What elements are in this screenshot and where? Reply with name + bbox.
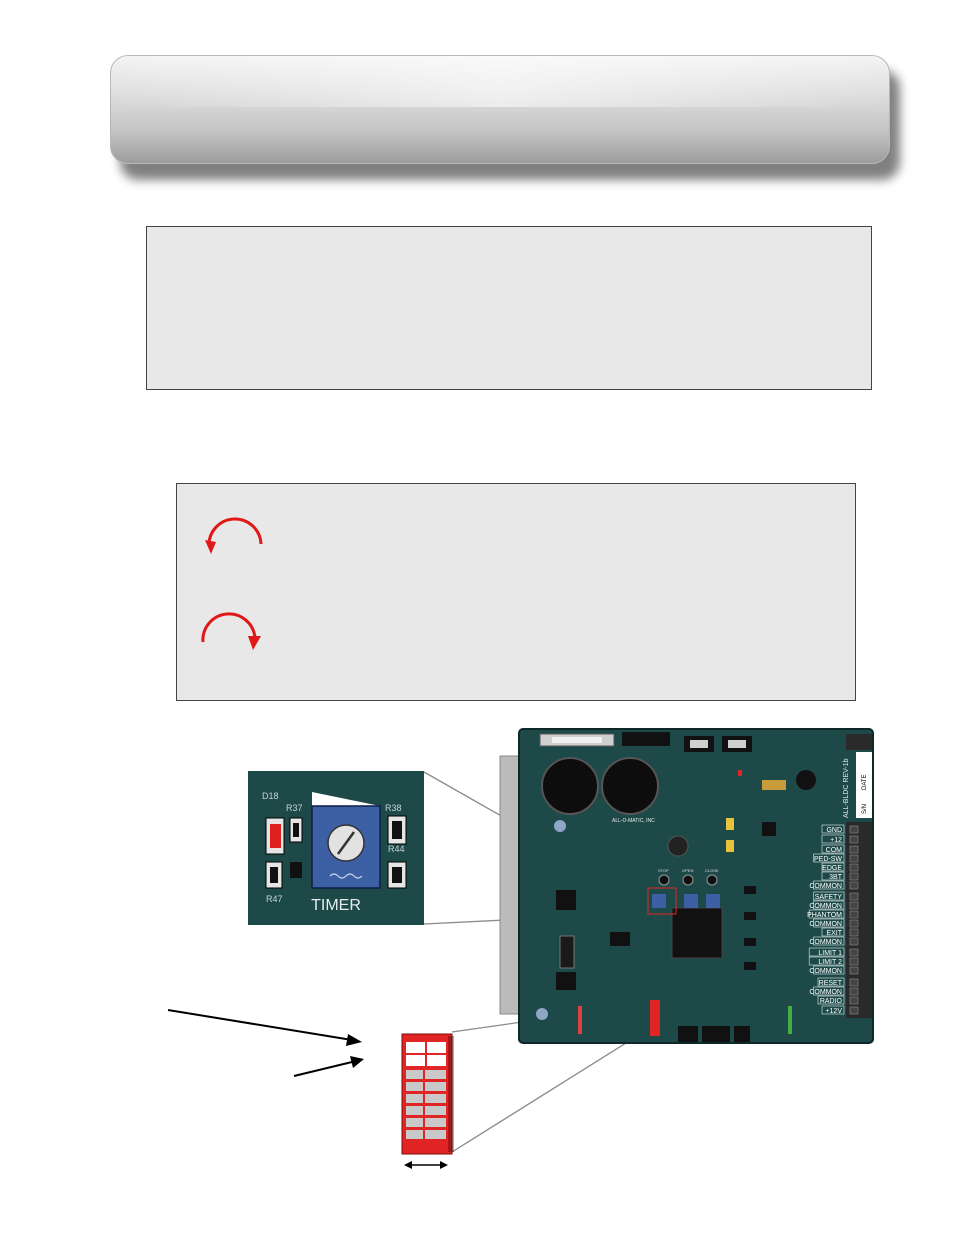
label-r44: R44 — [388, 844, 405, 854]
terminal-label-box — [821, 844, 845, 854]
title-banner — [110, 55, 890, 164]
timer-pot-zoom: D18 R37 R38 R44 R47 TIMER — [248, 771, 424, 925]
board-date-label: DATE — [862, 774, 868, 790]
terminal-label: COMMON — [809, 968, 842, 975]
terminal-screw — [849, 901, 859, 910]
terminal-label: EDGE — [822, 865, 842, 872]
board-button-open: OPEN — [682, 868, 693, 873]
clockwise-arrow-icon — [205, 517, 263, 554]
callout-arrow-1 — [167, 1009, 362, 1046]
terminal-label: RADIO — [820, 998, 843, 1005]
terminal-screw — [849, 957, 859, 966]
terminal-label-box — [808, 909, 845, 919]
callout-arrow-2 — [293, 1056, 364, 1077]
terminal-screw — [849, 928, 859, 937]
terminal-label-box — [813, 900, 845, 910]
terminal-label: COMMON — [809, 921, 842, 928]
terminal-label: SAFETY — [815, 894, 843, 901]
terminal-label: PHANTOM — [807, 912, 842, 919]
board-company-label: ALL-O-MATIC, INC — [612, 818, 655, 824]
timer-wedge — [312, 792, 380, 806]
terminal-label-box — [821, 1005, 845, 1015]
terminal-label-box — [813, 880, 845, 890]
terminal-label-box — [813, 918, 845, 928]
potentiometer-icon — [311, 805, 381, 889]
terminal-label: LIMIT 1 — [818, 950, 842, 957]
terminal-screw — [849, 987, 859, 996]
terminal-label: COMMON — [809, 903, 842, 910]
dip-off-on-arrow — [404, 1161, 448, 1169]
board-button-close: CLOSE — [705, 868, 719, 873]
terminal-label-box — [813, 936, 845, 946]
circuit-board: STOP OPEN CLOSE ALL-O-MATIC, INC ALL-BLD… — [499, 728, 874, 1044]
terminal-screw — [849, 966, 859, 975]
board-sn-label: S/N — [862, 804, 868, 814]
terminal-screw — [849, 835, 859, 844]
terminal-screw — [849, 1006, 859, 1015]
terminal-screw — [849, 937, 859, 946]
terminal-screw — [849, 919, 859, 928]
terminal-label-box — [817, 995, 845, 1005]
terminal-label-box — [821, 862, 845, 872]
terminal-label: COMMON — [809, 883, 842, 890]
board-rev-label: ALL-BLDC REV-1b — [843, 758, 850, 818]
terminal-screw — [849, 845, 859, 854]
counterclockwise-arrow-icon — [201, 612, 261, 650]
terminal-label-box — [821, 834, 845, 844]
terminal-screw — [849, 978, 859, 987]
terminal-screw — [849, 881, 859, 890]
title-banner-shine — [111, 56, 889, 108]
timer-label: TIMER — [311, 897, 361, 914]
terminal-label: +12V — [825, 1008, 842, 1015]
terminal-label: COMMON — [809, 939, 842, 946]
terminal-label-box — [821, 927, 845, 937]
terminal-label: COM — [826, 847, 843, 854]
terminal-screw — [849, 996, 859, 1005]
terminal-label-box — [813, 853, 845, 863]
info-text-box — [146, 226, 872, 390]
terminal-screw — [849, 863, 859, 872]
terminal-label: RESET — [819, 980, 843, 987]
terminal-label: +12 — [830, 837, 842, 844]
label-r38: R38 — [385, 803, 402, 813]
terminal-label-box — [821, 824, 845, 834]
dip-switch-zoom — [401, 1033, 454, 1155]
terminal-label-box — [813, 965, 845, 975]
dip-switch-rest — [406, 1070, 446, 1139]
terminal-label-box — [808, 947, 845, 957]
terminal-label: GND — [826, 827, 842, 834]
terminal-label-box — [817, 977, 845, 987]
terminal-label-box — [808, 956, 845, 966]
terminal-label: EXIT — [826, 930, 842, 937]
terminal-screw — [849, 948, 859, 957]
terminal-label: COMMON — [809, 989, 842, 996]
terminal-screw — [849, 910, 859, 919]
board-button-stop: STOP — [658, 868, 669, 873]
terminal-label: PED-SW — [814, 856, 842, 863]
terminal-label-box — [821, 871, 845, 881]
terminal-label: LIMIT 2 — [818, 959, 842, 966]
terminal-screw — [849, 872, 859, 881]
label-d18: D18 — [262, 791, 279, 801]
timer-adjust-box — [176, 483, 856, 701]
terminal-screw — [849, 892, 859, 901]
terminal-screw — [849, 854, 859, 863]
terminal-label: 3BT — [829, 874, 843, 881]
terminal-label-box — [813, 891, 845, 901]
label-r37: R37 — [286, 803, 303, 813]
terminal-screw — [849, 825, 859, 834]
terminal-label-box — [813, 986, 845, 996]
label-r47: R47 — [266, 894, 283, 904]
dip-leader-bottom — [451, 1027, 651, 1153]
